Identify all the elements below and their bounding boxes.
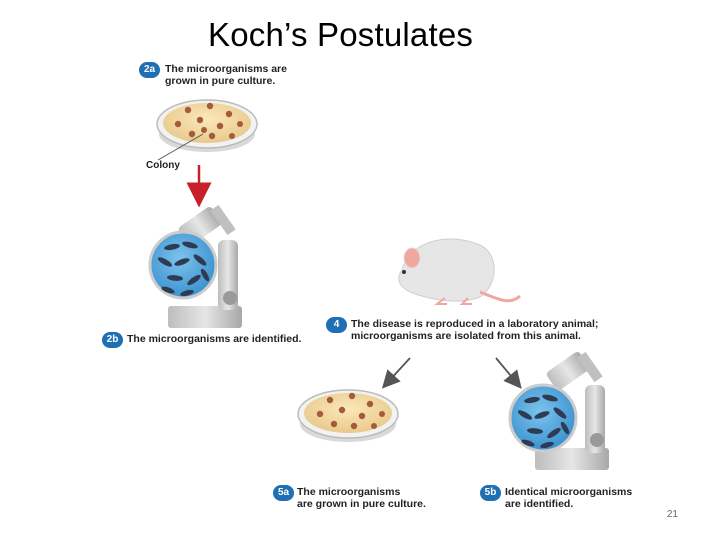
microscope-2b — [148, 204, 242, 328]
mouse-illustration — [398, 238, 522, 305]
step-caption-5a: The microorganisms are grown in pure cul… — [297, 486, 426, 510]
colony-pointer-line — [157, 133, 204, 161]
arrow-4-to-5b — [495, 357, 522, 389]
step-badge-5a: 5a — [273, 485, 294, 501]
colony-label: Colony — [146, 160, 180, 171]
step-caption-4: The disease is reproduced in a laborator… — [351, 318, 598, 342]
page-number: 21 — [666, 509, 678, 520]
step-caption-5a-line2: are grown in pure culture. — [297, 498, 426, 510]
slide-title: Koch’s Postulates — [208, 16, 474, 53]
step-badge-4: 4 — [326, 317, 347, 333]
step-caption-2a-line2: grown in pure culture. — [165, 75, 276, 87]
step-caption-5b-line1: Identical microorganisms — [505, 486, 633, 498]
petri-dish-2a — [156, 99, 258, 152]
step-caption-4-line2: microorganisms are isolated from this an… — [351, 330, 581, 342]
step-badge-2a: 2a — [139, 62, 160, 78]
step-caption-4-line1: The disease is reproduced in a laborator… — [351, 318, 599, 330]
petri-dish-5a — [297, 389, 399, 442]
microscope-5b — [508, 351, 609, 470]
step-caption-2a: The microorganisms are grown in pure cul… — [165, 63, 287, 87]
step-caption-2b: The microorganisms are identified. — [127, 333, 301, 345]
arrow-4-to-5a — [381, 357, 411, 389]
step-badge-5b: 5b — [480, 485, 501, 501]
step-badge-2b: 2b — [102, 332, 123, 348]
step-caption-5b: Identical microorganisms are identified. — [505, 486, 632, 510]
step-caption-2b-line1: The microorganisms are identified. — [127, 333, 302, 345]
step-caption-5a-line1: The microorganisms — [297, 486, 401, 498]
step-caption-2a-line1: The microorganisms are — [165, 63, 287, 75]
step-caption-5b-line2: are identified. — [505, 498, 574, 510]
